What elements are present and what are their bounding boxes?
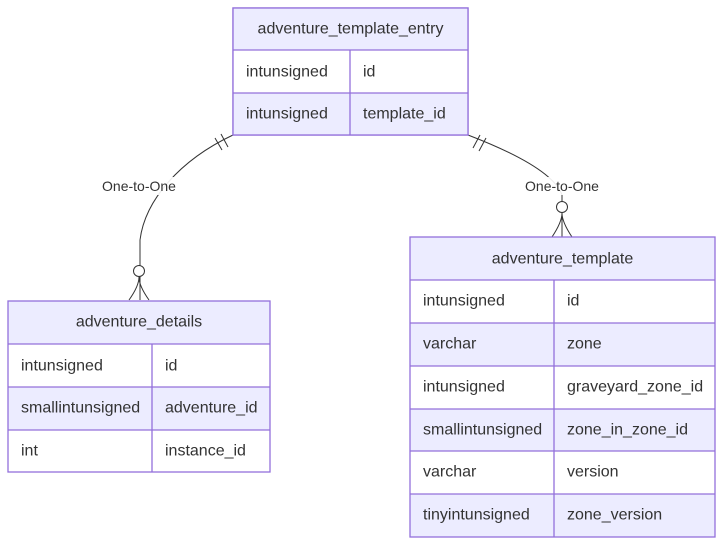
entity-adventure-template: adventure_template intunsigned id varcha… bbox=[409, 236, 716, 538]
attribute-row bbox=[8, 430, 270, 472]
attribute-row bbox=[410, 451, 715, 494]
entity-header bbox=[233, 8, 468, 50]
entity-adventure-details: adventure_details intunsigned id smallin… bbox=[7, 300, 271, 473]
one-bar-marker bbox=[214, 137, 223, 151]
relationship-label: One-to-One bbox=[102, 178, 176, 194]
attribute-row bbox=[410, 280, 715, 323]
relationship-entry-details: One-to-One bbox=[101, 133, 234, 301]
zero-circle-marker bbox=[133, 265, 145, 277]
attribute-name: id bbox=[165, 358, 177, 375]
attribute-type: varchar bbox=[423, 336, 477, 353]
attribute-type: smallintunsigned bbox=[21, 400, 140, 417]
attribute-row bbox=[8, 387, 270, 430]
entity-header bbox=[8, 301, 270, 344]
attribute-name: id bbox=[567, 293, 579, 310]
attribute-name: version bbox=[567, 464, 619, 481]
attribute-type: intunsigned bbox=[21, 358, 103, 375]
one-bar-marker bbox=[472, 134, 481, 149]
attribute-type: intunsigned bbox=[423, 379, 505, 396]
entity-header bbox=[410, 237, 715, 280]
attribute-type: tinyintunsigned bbox=[423, 507, 530, 524]
attribute-row bbox=[410, 494, 715, 537]
entity-adventure-template-entry: adventure_template_entry intunsigned id … bbox=[232, 7, 469, 136]
attribute-name: id bbox=[363, 64, 375, 81]
one-bar-marker bbox=[220, 133, 229, 148]
attribute-type: varchar bbox=[423, 464, 477, 481]
relationship-entry-template: One-to-One bbox=[467, 134, 600, 238]
attribute-row bbox=[410, 323, 715, 366]
entity-title: adventure_details bbox=[76, 314, 202, 331]
crows-foot-marker bbox=[551, 212, 573, 238]
entity-title: adventure_template_entry bbox=[258, 21, 444, 38]
attribute-type: intunsigned bbox=[423, 293, 505, 310]
attribute-type: intunsigned bbox=[246, 106, 328, 123]
attribute-type: int bbox=[21, 443, 38, 460]
attribute-type: intunsigned bbox=[246, 64, 328, 81]
attribute-name: zone_version bbox=[567, 507, 662, 524]
attribute-name: zone bbox=[567, 336, 602, 353]
relationship-line bbox=[139, 134, 234, 300]
attribute-row bbox=[410, 409, 715, 451]
crows-foot-marker bbox=[128, 276, 150, 301]
entity-title: adventure_template bbox=[492, 251, 634, 268]
one-bar-marker bbox=[478, 137, 487, 152]
attribute-name: adventure_id bbox=[165, 400, 258, 417]
attribute-row bbox=[8, 344, 270, 387]
attribute-name: zone_in_zone_id bbox=[567, 422, 688, 439]
attribute-row bbox=[410, 366, 715, 409]
zero-circle-marker bbox=[556, 201, 568, 213]
attribute-name: template_id bbox=[363, 106, 446, 123]
attribute-name: instance_id bbox=[165, 443, 246, 460]
relationship-label-bg bbox=[101, 177, 177, 195]
relationship-label: One-to-One bbox=[525, 178, 599, 194]
attribute-name: graveyard_zone_id bbox=[567, 379, 703, 396]
attribute-type: smallintunsigned bbox=[423, 422, 542, 439]
relationship-label-bg bbox=[524, 177, 600, 195]
